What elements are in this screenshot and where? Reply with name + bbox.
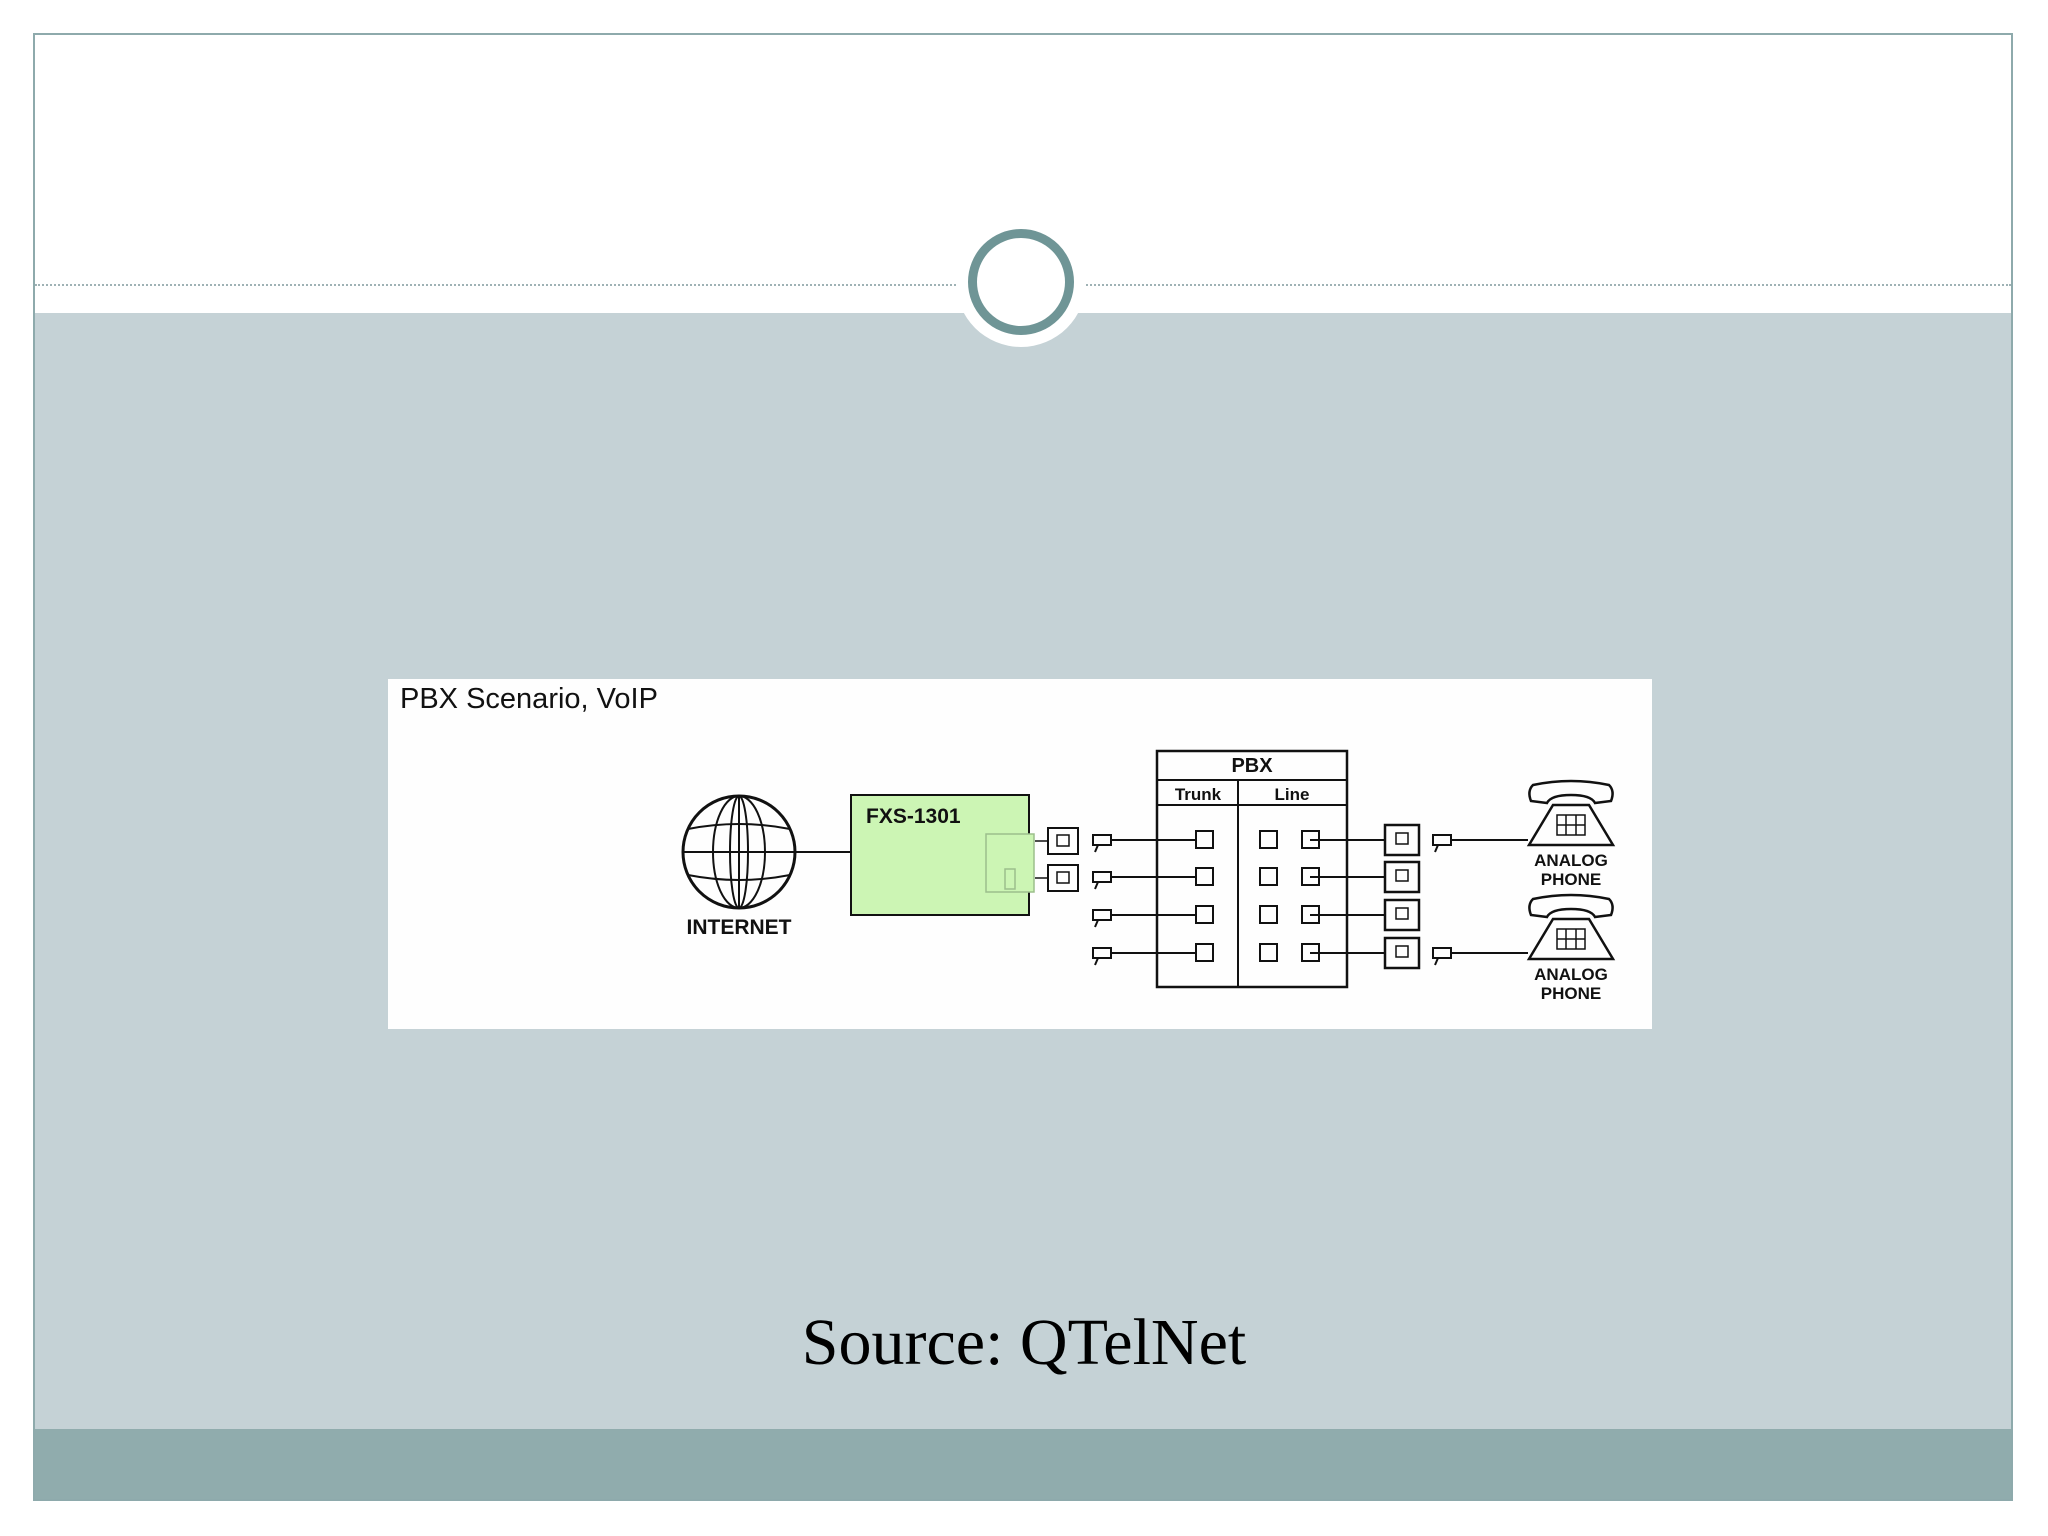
plug-icons bbox=[1092, 834, 1112, 966]
gateway-label: FXS-1301 bbox=[866, 805, 961, 828]
diagram-canvas: INTERNET FXS-1301 PBX Trunk Line ANALOG … bbox=[681, 749, 1616, 1003]
line-label: Line bbox=[1275, 785, 1310, 804]
trunk-ports bbox=[1195, 830, 1214, 962]
phone-1-label-line1: ANALOG bbox=[1534, 851, 1608, 870]
phone-2-label-line2: PHONE bbox=[1541, 984, 1601, 1003]
footer-bar bbox=[35, 1429, 2011, 1499]
pbx-box bbox=[1155, 749, 1349, 989]
fxs-port-2 bbox=[1047, 864, 1079, 892]
phone-1-label-line2: PHONE bbox=[1541, 870, 1601, 889]
internet-label: INTERNET bbox=[687, 916, 792, 939]
diagram-title: PBX Scenario, VoIP bbox=[400, 683, 658, 715]
wall-jacks bbox=[1383, 823, 1421, 970]
phone-2-label-line1: ANALOG bbox=[1534, 965, 1608, 984]
pbx-title: PBX bbox=[1231, 755, 1273, 777]
ring-ornament bbox=[968, 229, 1074, 335]
line-ports bbox=[1259, 830, 1320, 962]
analog-phone-icon bbox=[1526, 893, 1616, 961]
trunk-label: Trunk bbox=[1175, 785, 1222, 804]
source-caption: Source: QTelNet bbox=[801, 1306, 1247, 1379]
analog-phone-icon bbox=[1526, 779, 1616, 847]
globe-icon bbox=[681, 794, 797, 910]
pbx-diagram: PBX Scenario, VoIP bbox=[388, 679, 1652, 1029]
fxs-port-1 bbox=[1047, 827, 1079, 855]
virtual-device-icon bbox=[985, 833, 1035, 893]
